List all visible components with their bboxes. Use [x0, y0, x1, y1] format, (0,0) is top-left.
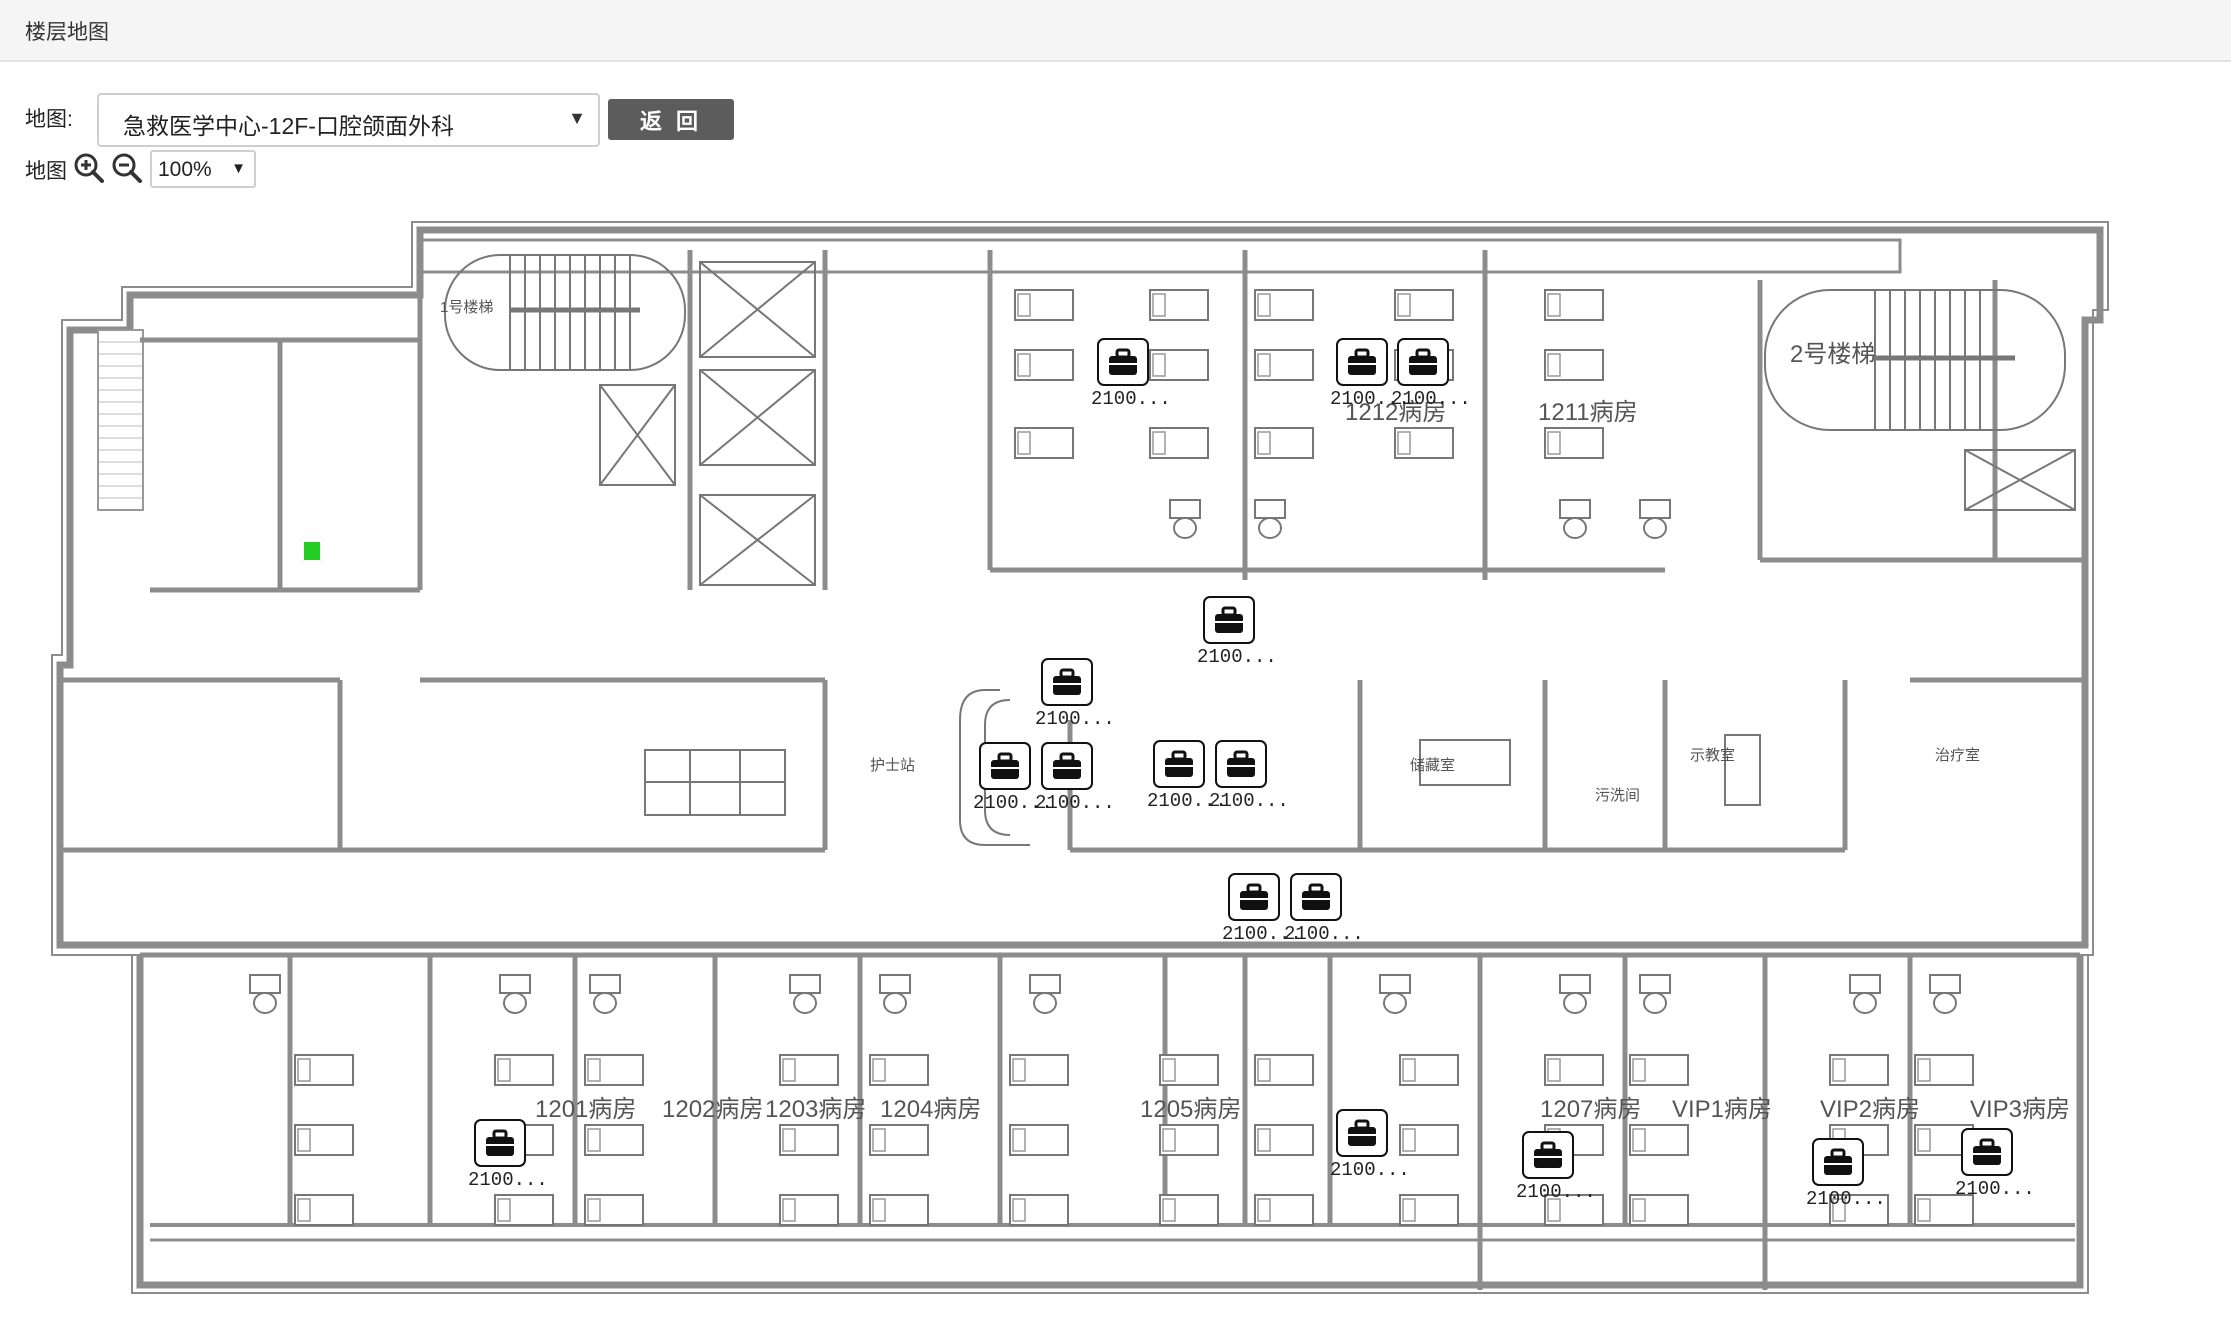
device-marker[interactable]: 2100...: [1091, 338, 1171, 410]
zoom-level-value: 100%: [158, 158, 212, 181]
device-marker[interactable]: 2100...: [1035, 742, 1115, 814]
device-marker-label: 2100...: [1091, 388, 1171, 410]
device-marker[interactable]: 2100...: [973, 742, 1053, 814]
staircase-1: [444, 254, 686, 371]
device-marker-label: 2100...: [1391, 388, 1471, 410]
active-device-icon[interactable]: [300, 538, 324, 564]
zoom-label: 地图: [25, 160, 67, 183]
device-marker-label: 2100...: [1147, 790, 1227, 812]
device-marker-label: 2100...: [1035, 792, 1115, 814]
device-marker-label: 2100...: [1330, 1159, 1410, 1181]
back-button[interactable]: 返 回: [608, 99, 734, 140]
device-marker[interactable]: 2100...: [1516, 1131, 1596, 1203]
balcony-hatch: [97, 329, 144, 511]
device-marker[interactable]: 2100...: [1955, 1128, 2035, 1200]
briefcase-icon: [1397, 338, 1449, 386]
briefcase-icon: [1290, 873, 1342, 921]
map-select[interactable]: 急救医学中心-12F-口腔颌面外科 ▼: [97, 93, 600, 147]
room-label-vip3: VIP3病房: [1970, 1096, 2070, 1123]
room-label-treatment: 治疗室: [1935, 747, 1980, 764]
chevron-down-icon: ▼: [231, 160, 246, 177]
device-marker-label: 2100...: [468, 1169, 548, 1191]
page-title: 楼层地图: [25, 21, 109, 44]
room-label-teaching: 示教室: [1690, 747, 1735, 764]
device-marker[interactable]: 2100...: [1209, 740, 1289, 812]
briefcase-icon: [979, 742, 1031, 790]
device-marker-label: 2100...: [1330, 388, 1410, 410]
elevator-shafts: [599, 261, 2076, 586]
device-marker-label: 2100...: [1222, 923, 1302, 945]
briefcase-icon: [1041, 658, 1093, 706]
device-marker[interactable]: 2100...: [1197, 596, 1277, 668]
room-label-stair-2: 2号楼梯: [1790, 341, 1875, 368]
device-marker[interactable]: 2100...: [1222, 873, 1302, 945]
room-label-1202: 1202病房: [662, 1096, 763, 1123]
device-marker-label: 2100...: [1516, 1181, 1596, 1203]
device-marker[interactable]: 2100...: [1330, 338, 1410, 410]
room-label-1207: 1207病房: [1540, 1096, 1641, 1123]
room-label-storage: 储藏室: [1410, 757, 1455, 774]
room-label-1211: 1211病房: [1538, 399, 1638, 426]
zoom-out-icon[interactable]: [111, 152, 143, 184]
room-label-1212: 1212病房: [1345, 399, 1446, 426]
staircase-2: [1764, 289, 2066, 431]
briefcase-icon: [1203, 596, 1255, 644]
room-label-1201: 1201病房: [535, 1096, 636, 1123]
device-marker-label: 2100...: [1197, 646, 1277, 668]
chevron-down-icon: ▼: [568, 108, 586, 128]
device-marker[interactable]: 2100...: [1391, 338, 1471, 410]
map-select-label: 地图:: [25, 108, 73, 131]
device-marker[interactable]: 2100...: [1806, 1138, 1886, 1210]
room-label-vip1: VIP1病房: [1672, 1096, 1772, 1123]
briefcase-icon: [1336, 1109, 1388, 1157]
briefcase-icon: [1153, 740, 1205, 788]
room-label-stair-1: 1号楼梯: [440, 299, 493, 316]
briefcase-icon: [1097, 338, 1149, 386]
room-label-sluice: 污洗间: [1595, 787, 1640, 804]
zoom-in-icon[interactable]: [73, 152, 105, 184]
room-labels: 1201病房 1202病房 1203病房 1204病房 1205病房 1207病…: [440, 299, 2070, 1123]
room-label-nurse-station: 护士站: [870, 757, 915, 774]
briefcase-icon: [1812, 1138, 1864, 1186]
device-marker-label: 2100...: [1955, 1178, 2035, 1200]
briefcase-icon: [1961, 1128, 2013, 1176]
device-marker[interactable]: 2100...: [468, 1119, 548, 1191]
room-label-vip2: VIP2病房: [1820, 1096, 1920, 1123]
room-label-1205: 1205病房: [1140, 1096, 1241, 1123]
briefcase-icon: [1228, 873, 1280, 921]
briefcase-icon: [1215, 740, 1267, 788]
page-header: 楼层地图: [0, 0, 2231, 62]
floor-plan-map[interactable]: 1201病房 1202病房 1203病房 1204病房 1205病房 1207病…: [40, 210, 2120, 1310]
device-marker[interactable]: 2100...: [1330, 1109, 1410, 1181]
briefcase-icon: [1041, 742, 1093, 790]
device-marker-label: 2100...: [973, 792, 1053, 814]
room-label-1203: 1203病房: [765, 1096, 866, 1123]
device-marker-label: 2100...: [1806, 1188, 1886, 1210]
briefcase-icon: [1336, 338, 1388, 386]
device-marker-label: 2100...: [1035, 708, 1115, 730]
device-marker[interactable]: 2100...: [1147, 740, 1227, 812]
device-marker-label: 2100...: [1284, 923, 1364, 945]
device-marker[interactable]: 2100...: [1284, 873, 1364, 945]
map-select-value: 急救医学中心-12F-口腔颌面外科: [123, 113, 454, 139]
room-label-1204: 1204病房: [880, 1096, 981, 1123]
briefcase-icon: [1522, 1131, 1574, 1179]
interior-walls: [60, 240, 2085, 1290]
device-marker[interactable]: 2100...: [1035, 658, 1115, 730]
briefcase-icon: [474, 1119, 526, 1167]
zoom-level-select[interactable]: 100% ▼: [150, 150, 256, 188]
device-marker-label: 2100...: [1209, 790, 1289, 812]
